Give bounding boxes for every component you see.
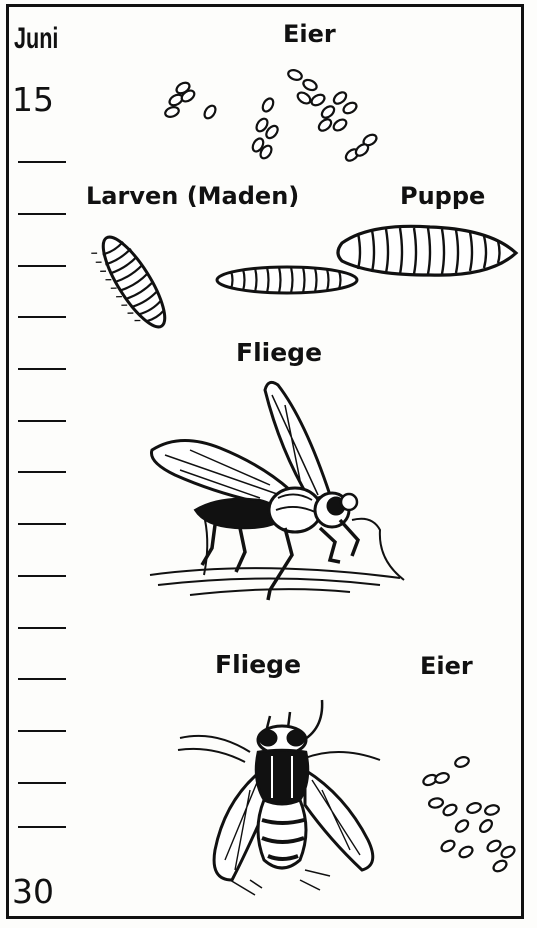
larva-icon bbox=[87, 229, 175, 338]
egg-cluster-icon bbox=[164, 68, 378, 163]
fly-top-view-icon bbox=[178, 700, 380, 895]
pupa-icon bbox=[338, 226, 516, 275]
larva-icon bbox=[217, 267, 357, 293]
fly-side-view-icon bbox=[150, 382, 404, 600]
egg-cluster-icon bbox=[422, 755, 517, 873]
